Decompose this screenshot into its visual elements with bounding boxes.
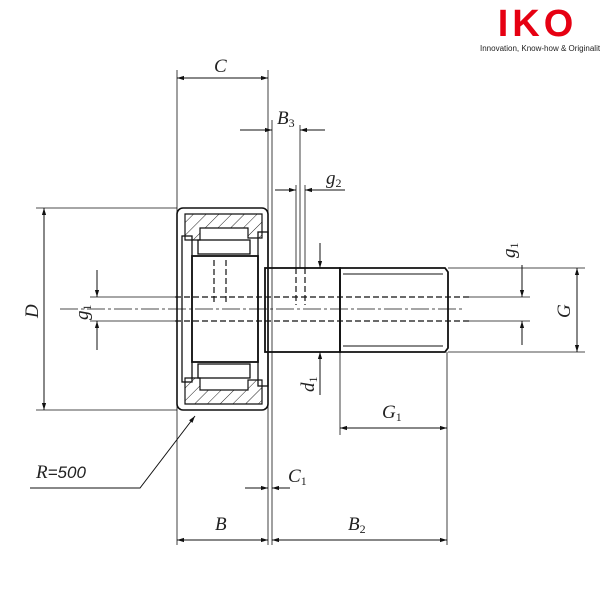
label-D: D: [22, 304, 43, 319]
label-g1-left: g1: [72, 305, 94, 321]
extension-lines: [36, 70, 585, 545]
leader-R: [30, 415, 196, 489]
label-B: B: [215, 514, 227, 535]
label-C: C: [214, 56, 227, 77]
label-G1: G1: [382, 402, 402, 424]
label-B3: B3: [277, 108, 295, 130]
dimension-lines: [30, 75, 580, 543]
iko-logo: IKO Innovation, Know-how & Originality: [480, 3, 600, 53]
label-d1: d1: [298, 377, 320, 393]
logo-mark: IKO: [497, 3, 578, 45]
label-C1: C1: [288, 466, 307, 488]
logo-tagline: Innovation, Know-how & Originality: [480, 44, 600, 53]
hidden-bore: [175, 260, 470, 322]
label-g2: g2: [326, 168, 342, 190]
label-R: R=500: [35, 462, 86, 483]
label-B2: B2: [348, 514, 366, 536]
label-G: G: [554, 304, 575, 318]
stud: [264, 267, 449, 353]
label-g1-right: g1: [499, 243, 521, 259]
